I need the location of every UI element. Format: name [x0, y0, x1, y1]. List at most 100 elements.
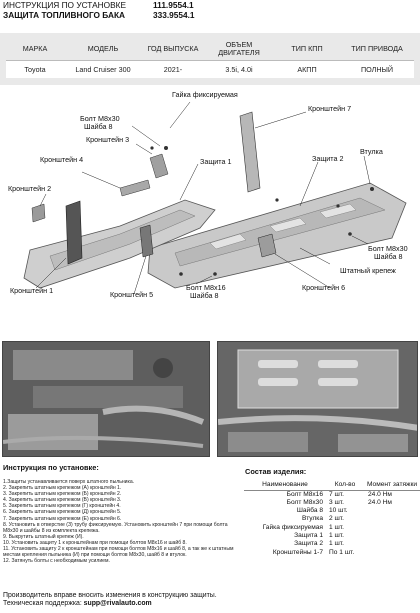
- components-row: Защита 2 1 шт.: [244, 540, 420, 548]
- spec-header-cell: МОДЕЛЬ: [87, 43, 119, 53]
- spec-table: МАРКА МОДЕЛЬ ГОД ВЫПУСКА ОБЪЕМ ДВИГАТЕЛЯ…: [6, 38, 414, 78]
- document-footer: Производитель вправе вносить изменения в…: [3, 592, 217, 609]
- label-bracket-3: Кронштейн 3: [86, 135, 130, 144]
- spec-cell: АКПП: [274, 59, 340, 78]
- bracket-1-part: [65, 200, 83, 265]
- components-row: Гайка фиксируемая 1 шт.: [244, 524, 420, 532]
- component-torque: [364, 532, 420, 540]
- components-row: Кронштейны 1-7 По 1 шт.: [244, 549, 420, 557]
- instruction-step: 3. Закрепить штатным крепежом (Б) кроншт…: [3, 491, 122, 498]
- component-torque: 24.0 Нм: [368, 498, 392, 506]
- components-header-row: Наименование Кол-во Момент затяжки: [244, 480, 420, 491]
- assembly-diagram: Гайка фиксируемая Болт М8х30 Шайба 8 Кро…: [0, 88, 420, 338]
- component-torque: [364, 507, 420, 515]
- instruction-step: 6. Закрепить штатным крепежом (Д) кроншт…: [3, 509, 122, 516]
- photo-underbody-before: [2, 341, 210, 457]
- assembly-drawing: [23, 101, 407, 295]
- component-qty: 10 шт.: [329, 507, 348, 515]
- label-protection-2: Защита 2: [312, 154, 344, 163]
- component-torque: [364, 515, 420, 523]
- header-line-2: ЗАЩИТА ТОПЛИВНОГО БАКА: [3, 10, 125, 20]
- label-fixed-nut: Гайка фиксируемая: [172, 90, 238, 99]
- spec-header-cell: ОБЪЕМ ДВИГАТЕЛЯ: [218, 39, 260, 57]
- photo-underbody-before-image: [3, 342, 209, 456]
- footer-support: Техническая поддержка: supp@rivalauto.co…: [3, 600, 217, 608]
- label-washer-8: Шайба 8: [84, 122, 113, 131]
- component-name: Защита 2: [294, 540, 323, 548]
- component-torque: [364, 540, 420, 548]
- label-protection-1: Защита 1: [200, 157, 232, 166]
- component-qty: 1 шт.: [329, 531, 344, 539]
- component-name: Кронштейны 1-7: [272, 548, 323, 556]
- footer-disclaimer: Производитель вправе вносить изменения в…: [3, 592, 217, 599]
- spec-cell: Toyota: [6, 59, 64, 78]
- component-torque: [364, 524, 420, 532]
- instruction-step: 4. Закрепить штатным крепежом (В) кроншт…: [3, 497, 122, 504]
- bracket-5-part: [139, 224, 154, 258]
- component-qty: 3 шт.: [329, 498, 344, 506]
- component-qty: По 1 шт.: [329, 548, 355, 556]
- footer-support-label: Техническая поддержка:: [3, 600, 84, 608]
- component-qty: 1 шт.: [329, 540, 344, 548]
- label-bolt-m8x30-b: Болт М8х30: [368, 244, 408, 253]
- instruction-step: 8. Установить в отверстие (З) трубу фикс…: [3, 521, 228, 534]
- label-stock-fastener: Штатный крепеж: [340, 266, 396, 275]
- instruction-step: 7. Закрепить штатным крепежом (Е) кроншт…: [3, 515, 122, 522]
- label-bolt-m8x16: Болт М8х16: [186, 283, 226, 292]
- label-bracket-4: Кронштейн 4: [40, 155, 84, 164]
- header-left: ИНСТРУКЦИЯ ПО УСТАНОВКЕ ЗАЩИТА ТОПЛИВНОГ…: [3, 0, 126, 20]
- label-washer-8-b: Шайба 8: [190, 291, 219, 300]
- components-row: Защита 1 1 шт.: [244, 532, 420, 540]
- bolt-markers: [150, 146, 374, 276]
- spec-header-cell: ТИП КПП: [291, 43, 323, 53]
- label-bracket-5: Кронштейн 5: [110, 290, 154, 299]
- header-line-1: ИНСТРУКЦИЯ ПО УСТАНОВКЕ: [3, 0, 126, 10]
- components-header-cell: Кол-во: [326, 480, 364, 491]
- bracket-4-part: [119, 179, 151, 197]
- spec-header-cell: ГОД ВЫПУСКА: [147, 43, 199, 53]
- product-code-1: 111.9554.1: [153, 0, 194, 10]
- bracket-6-part: [257, 233, 277, 258]
- spec-header-cell: ТИП ПРИВОДА: [351, 43, 403, 53]
- components-row: Болт М8х30 3 шт. 24.0 Нм: [244, 499, 420, 507]
- component-qty: 1 шт.: [329, 523, 344, 531]
- document-header: ИНСТРУКЦИЯ ПО УСТАНОВКЕ ЗАЩИТА ТОПЛИВНОГ…: [3, 0, 419, 22]
- support-email: supp@rivalauto.com: [83, 600, 152, 608]
- instruction-step: 10. Установить защиту 1 к кронштейнам пр…: [3, 539, 187, 546]
- label-washer-8-c: Шайба 8: [374, 252, 403, 261]
- components-table: Наименование Кол-во Момент затяжки Болт …: [244, 480, 420, 557]
- label-bushing: Втулка: [360, 147, 383, 156]
- instruction-step: 9. Выкрутить штатный крепеж (И).: [3, 533, 84, 540]
- photo-underbody-after-image: [218, 342, 417, 456]
- spec-cell: 3.5i, 4.0i: [204, 59, 274, 78]
- spec-cell: ПОЛНЫЙ: [340, 59, 414, 78]
- component-name: Втулка: [302, 515, 323, 523]
- photo-underbody-after: [217, 341, 418, 457]
- installation-photos: [0, 341, 420, 457]
- leader-lines: [35, 101, 371, 295]
- spec-cell: 2021-: [142, 59, 204, 78]
- product-code-2: 333.9554.1: [153, 10, 195, 20]
- label-bolt-m8x30: Болт М8х30: [80, 114, 120, 123]
- components-title: Состав изделия:: [245, 467, 307, 476]
- label-bracket-6: Кронштейн 6: [302, 283, 346, 292]
- component-torque: [364, 549, 420, 557]
- component-name: Защита 1: [294, 531, 323, 539]
- component-name: Болт М8х16: [286, 490, 323, 498]
- component-torque: 24.0 Нм: [368, 490, 392, 498]
- component-name: Гайка фиксируемая: [262, 523, 323, 531]
- instructions-title: Инструкция по установке:: [3, 463, 99, 472]
- component-name: Шайба 8: [296, 507, 323, 515]
- component-name: Болт М8х30: [286, 498, 323, 506]
- instructions-list: 1.Защиты устанавливается поверх штатного…: [3, 479, 239, 564]
- label-bracket-7: Кронштейн 7: [308, 104, 352, 113]
- label-bracket-1: Кронштейн 1: [10, 286, 54, 295]
- instruction-step: 1.Защиты устанавливается поверх штатного…: [3, 479, 135, 485]
- instruction-step: 5. Закрепить штатным крепежом (Г) кроншт…: [3, 503, 121, 510]
- spec-data-row: Toyota Land Cruiser 300 2021- 3.5i, 4.0i…: [6, 59, 414, 78]
- bracket-3-part: [149, 153, 169, 179]
- spec-cell: Land Cruiser 300: [64, 59, 142, 78]
- bracket-7-part: [239, 111, 261, 193]
